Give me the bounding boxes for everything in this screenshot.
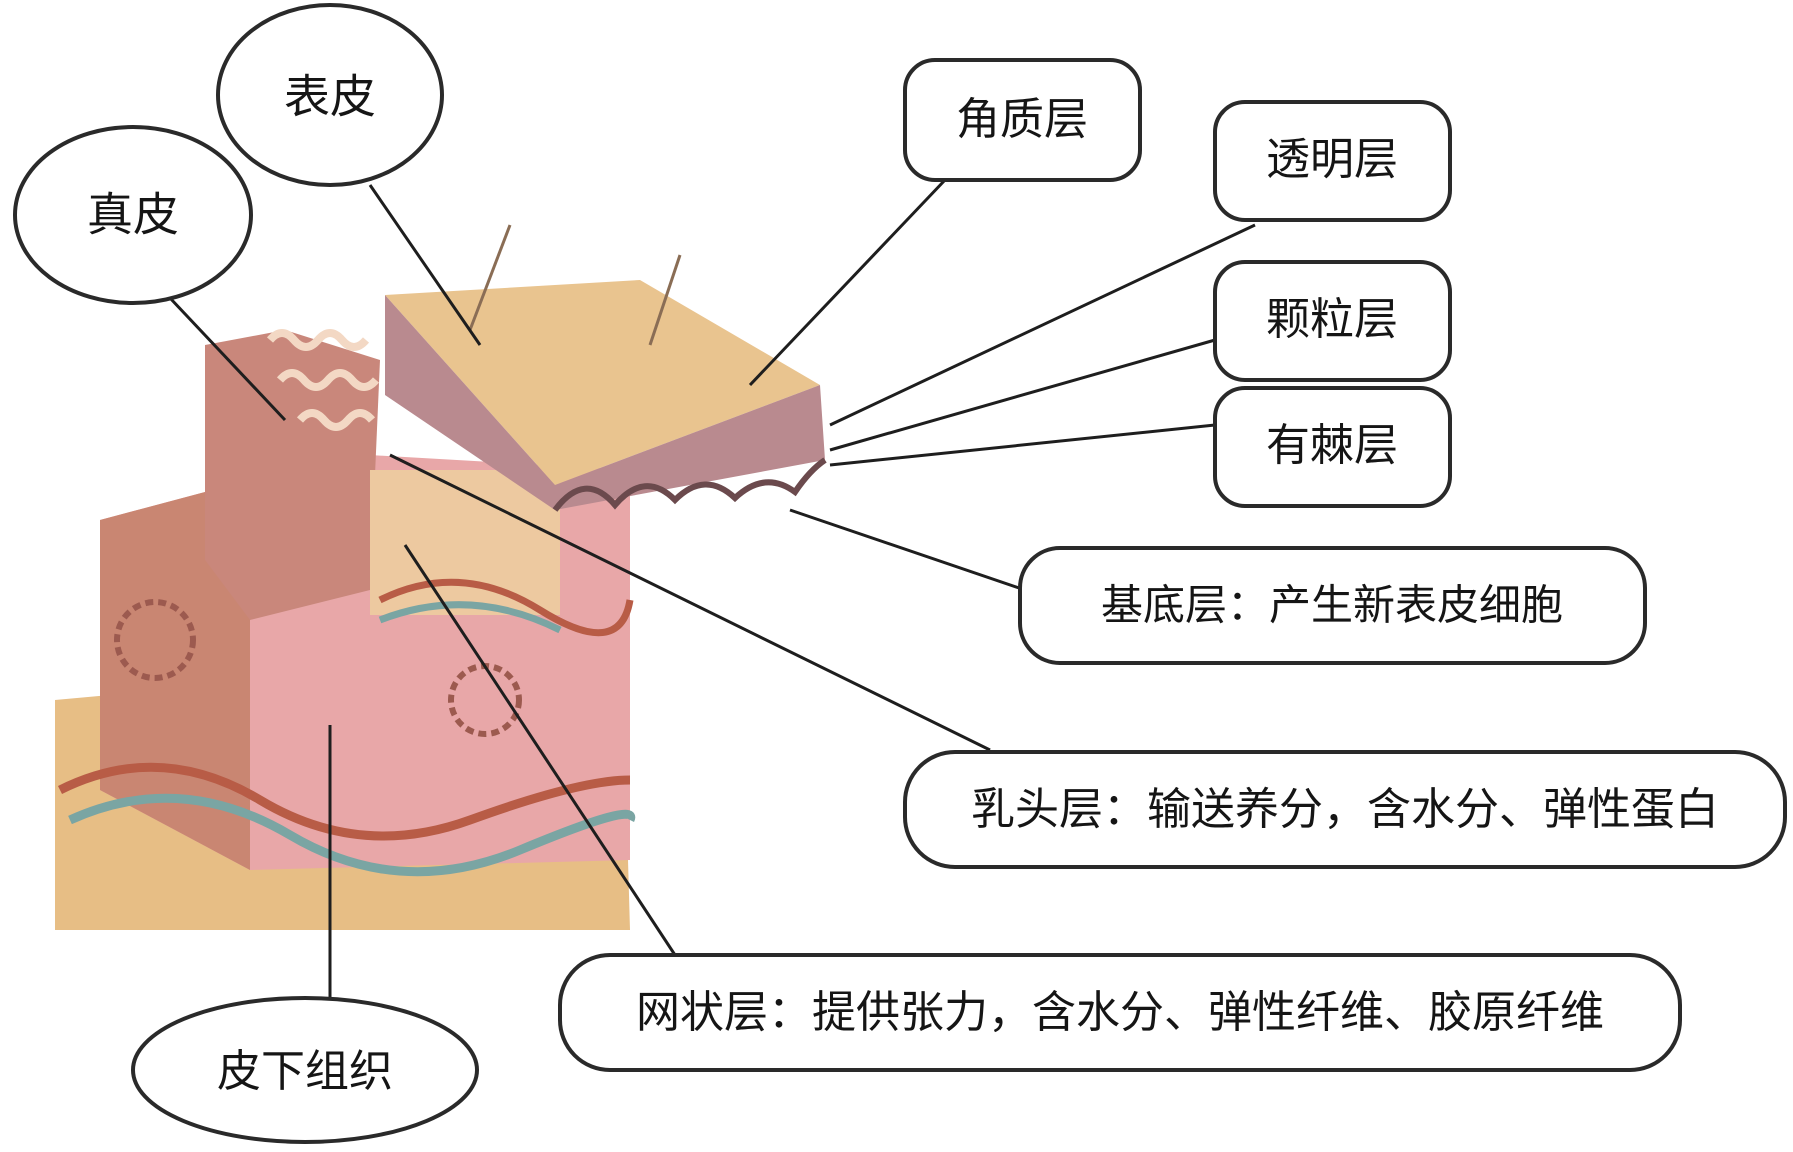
label-epidermis: 表皮 [216,3,444,187]
label-stratum-corneum: 角质层 [903,58,1142,182]
blood-vessel-blue [68,793,636,877]
leader-epidermis [368,184,482,346]
leader-stratum-spinosum [829,423,1216,467]
dermis-label: 真皮 [87,188,179,242]
stratum-lucidum-label: 透明层 [1266,134,1398,185]
leader-lines [168,178,1256,1000]
leader-stratum-granulosum [829,338,1216,452]
epidermis-side [385,295,825,510]
stratum-basale-label: 基底层：产生新表皮细胞 [1101,581,1563,630]
blood-vessel-red [57,762,631,841]
skin-surface [385,280,820,485]
stratum-corneum-box [903,58,1142,182]
stratum-corneum-label: 角质层 [956,94,1088,145]
label-stratum-spinosum: 有棘层 [1213,386,1452,508]
reticular-layer-label: 网状层：提供张力，含水分、弹性纤维、胶原纤维 [636,987,1604,1038]
stratum-basale-box [1018,546,1647,665]
leader-papillary-layer [389,453,991,752]
subcutaneous-label: 皮下组织 [217,1046,393,1097]
leader-reticular-layer [403,544,677,956]
papillary-layer-label: 乳头层：输送养分，含水分、弹性蛋白 [971,784,1719,835]
leader-stratum-corneum [748,178,947,387]
stratum-granulosum-label: 颗粒层 [1266,294,1398,345]
upper-dermis-tower [205,330,380,620]
epidermis-label: 表皮 [284,70,376,124]
basal-wave-edge [552,457,827,512]
epidermis-ellipse [216,3,444,187]
stratum-granulosum-box [1213,260,1452,382]
reticular-layer-box [558,953,1682,1072]
subcutaneous-ellipse [131,996,479,1144]
dermal-papillae [266,329,380,431]
dermis-ellipse [13,125,253,305]
stratum-spinosum-label: 有棘层 [1266,420,1398,471]
skin-cross-section-illustration [55,224,827,930]
blood-vessel-blue-2 [378,601,562,634]
label-dermis: 真皮 [13,125,253,305]
leader-stratum-basale [789,508,1026,592]
papillary-layer-box [903,750,1787,869]
label-stratum-granulosum: 颗粒层 [1213,260,1452,382]
label-reticular-layer: 网状层：提供张力，含水分、弹性纤维、胶原纤维 [558,953,1682,1072]
stratum-lucidum-box [1213,100,1452,222]
leader-stratum-lucidum [829,223,1256,427]
label-stratum-basale: 基底层：产生新表皮细胞 [1018,546,1647,665]
sweat-gland [114,599,196,681]
middle-face [370,470,560,615]
stratum-spinosum-box [1213,386,1452,508]
hair-1 [468,224,512,331]
leader-dermis [168,296,287,422]
label-stratum-lucidum: 透明层 [1213,100,1452,222]
label-subcutaneous: 皮下组织 [131,996,479,1144]
label-papillary-layer: 乳头层：输送养分，含水分、弹性蛋白 [903,750,1787,869]
hair-2 [648,254,682,346]
blood-vessel-red-2 [378,578,634,637]
